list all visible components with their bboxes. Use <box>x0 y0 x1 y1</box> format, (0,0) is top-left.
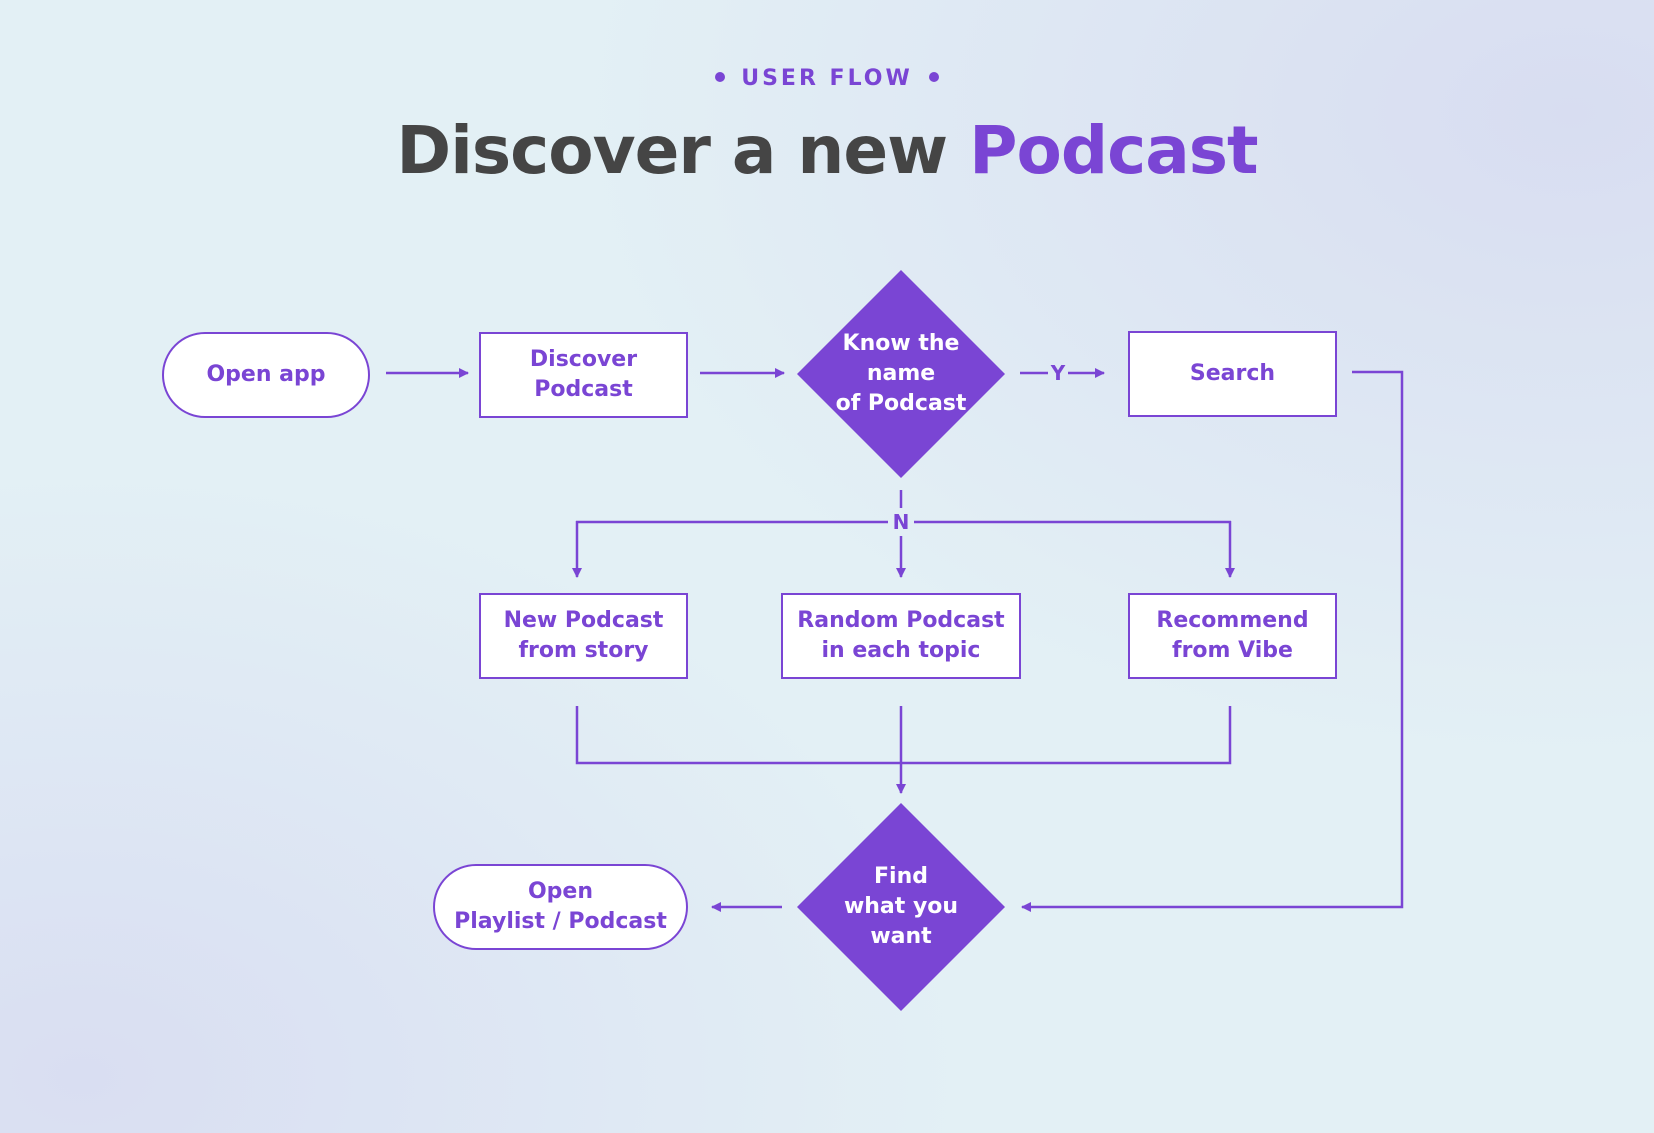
title-accent: Podcast <box>969 112 1258 189</box>
kicker-dot-right <box>928 72 939 82</box>
edge-merge-bus <box>575 706 1232 765</box>
node-discover-podcast-label: Discover Podcast <box>529 347 638 402</box>
edge-label-yes: Y <box>1050 361 1066 385</box>
decision-know-name <box>797 270 1005 478</box>
node-open-playlist-label: Open Playlist / Podcast <box>454 879 667 934</box>
node-find-want-label: Find what you want <box>843 864 959 949</box>
node-recommend-label: Recommend from Vibe <box>1156 608 1309 663</box>
node-open-app[interactable]: Open app <box>162 332 370 418</box>
decision-find-want <box>797 803 1005 1011</box>
edge-label-no: N <box>892 510 910 534</box>
kicker-text: USER FLOW <box>741 66 913 91</box>
node-discover-podcast[interactable]: Discover Podcast <box>479 332 688 418</box>
edge-search-find <box>1021 370 1404 912</box>
node-know-name[interactable]: Know the name of Podcast <box>811 314 991 434</box>
node-search[interactable]: Search <box>1128 331 1337 417</box>
title-main: Discover a new <box>396 112 948 189</box>
node-new-podcast-label: New Podcast from story <box>503 608 664 663</box>
node-know-name-label: Know the name of Podcast <box>835 331 967 416</box>
section-kicker: USER FLOW <box>0 66 1654 91</box>
node-random-podcast[interactable]: Random Podcast in each topic <box>781 593 1021 679</box>
node-open-app-label: Open app <box>206 362 326 387</box>
node-search-label: Search <box>1189 361 1276 386</box>
kicker-dot-left <box>715 72 726 82</box>
node-new-podcast[interactable]: New Podcast from story <box>479 593 688 679</box>
page-title: Discover a new Podcast <box>0 112 1654 189</box>
node-random-podcast-label: Random Podcast in each topic <box>797 608 1005 663</box>
node-recommend[interactable]: Recommend from Vibe <box>1128 593 1337 679</box>
node-open-playlist[interactable]: Open Playlist / Podcast <box>433 864 688 950</box>
node-find-want[interactable]: Find what you want <box>811 847 991 967</box>
